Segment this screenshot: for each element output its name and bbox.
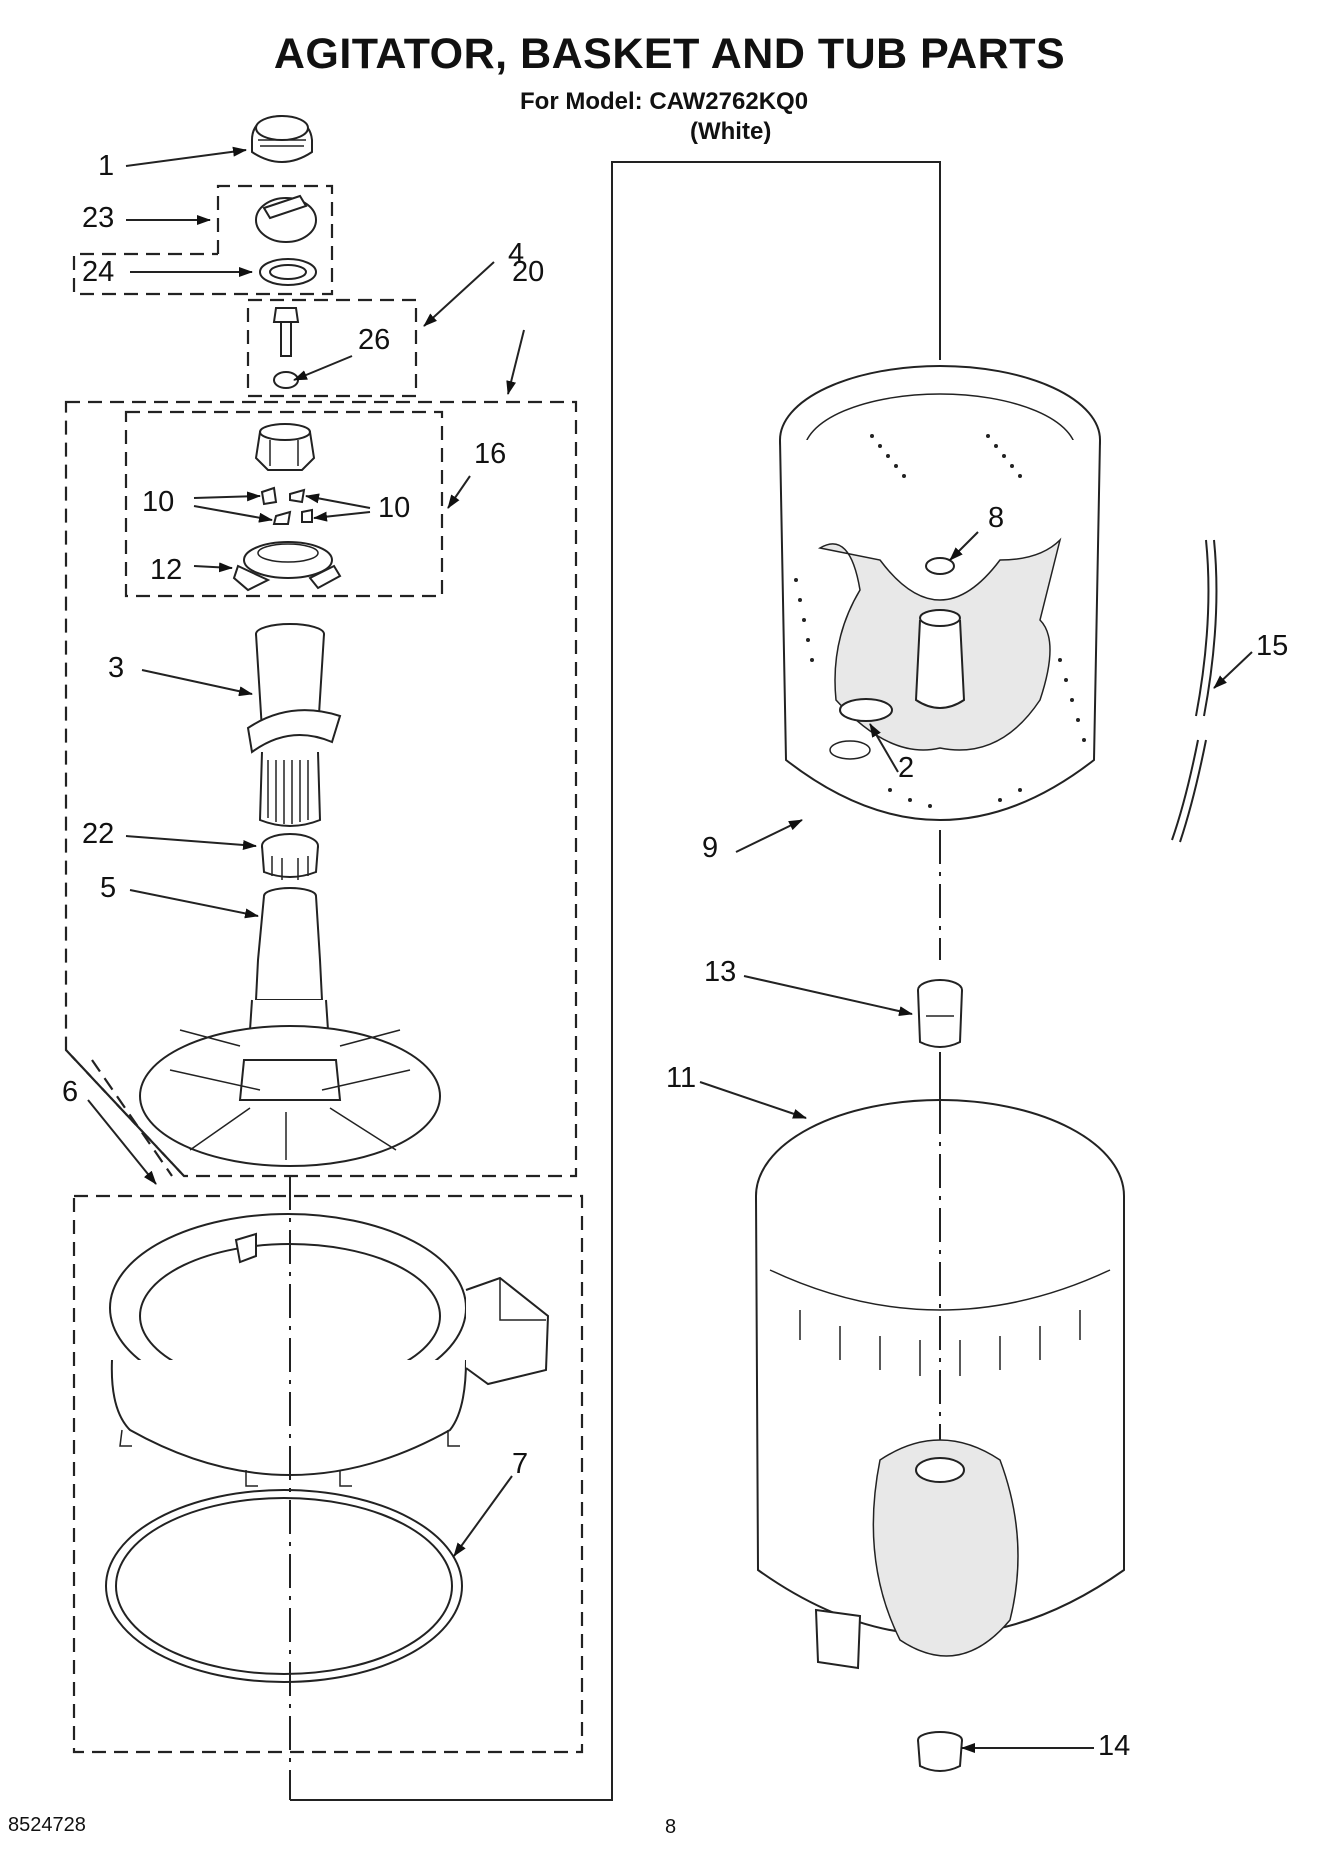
bolt-part: [272, 307, 300, 389]
cam-base-part: [232, 541, 342, 592]
group-box-6: [72, 1194, 584, 1754]
callout-13: 13: [704, 956, 737, 988]
dog-parts: [260, 486, 313, 525]
callout-1: 1: [98, 150, 115, 182]
cam-part: [254, 423, 316, 471]
page-title: AGITATOR, BASKET AND TUB PARTS: [273, 30, 1066, 78]
leader-6: [65, 1049, 185, 1177]
callout-20: 20: [512, 256, 545, 288]
callout-2: 2: [898, 752, 915, 784]
callout-6: 6: [62, 1076, 79, 1108]
agitator-cap-part: [251, 114, 313, 163]
seal-ring-part: [259, 258, 317, 286]
page-number: 8: [665, 1816, 677, 1838]
document-number: 8524728: [8, 1814, 86, 1836]
snap-ring-part: [105, 1489, 463, 1683]
model-line: For Model: CAW2762KQ0: [520, 88, 809, 115]
agitator-base-part: [139, 887, 441, 1167]
hose-part: [1171, 539, 1218, 843]
callout-11: 11: [666, 1062, 697, 1094]
bearing-part: [261, 833, 319, 880]
callout-4: 4: [508, 238, 525, 270]
callout-9: 9: [702, 832, 719, 864]
group-box-23: [72, 184, 334, 296]
callout-3: 3: [108, 652, 125, 684]
callout-8: 8: [988, 502, 1005, 534]
basket-part: [779, 365, 1101, 821]
group-box-20: [64, 400, 578, 1178]
callout-7: 7: [512, 1448, 529, 1480]
basket-perforations: [794, 434, 1086, 808]
callout-10-right: 10: [378, 492, 411, 524]
callout-15: 15: [1256, 630, 1289, 662]
callout-5: 5: [100, 872, 117, 904]
drain-plug-part: [917, 1731, 963, 1772]
hub-part: [917, 979, 963, 1048]
callout-22: 22: [82, 818, 115, 850]
callout-23: 23: [82, 202, 115, 234]
callout-10-left: 10: [142, 486, 175, 518]
auger-part: [246, 623, 342, 827]
group-box-16: [124, 410, 444, 598]
callout-24: 24: [82, 256, 115, 288]
callout-16: 16: [474, 438, 507, 470]
color-line: (White): [690, 118, 772, 145]
callout-arrows: [87, 146, 1253, 1753]
callout-26: 26: [358, 324, 391, 356]
callout-14: 14: [1098, 1730, 1131, 1762]
cap-insert-part: [255, 194, 317, 243]
basket-drive-part: [109, 1213, 550, 1487]
callout-12: 12: [150, 554, 183, 586]
